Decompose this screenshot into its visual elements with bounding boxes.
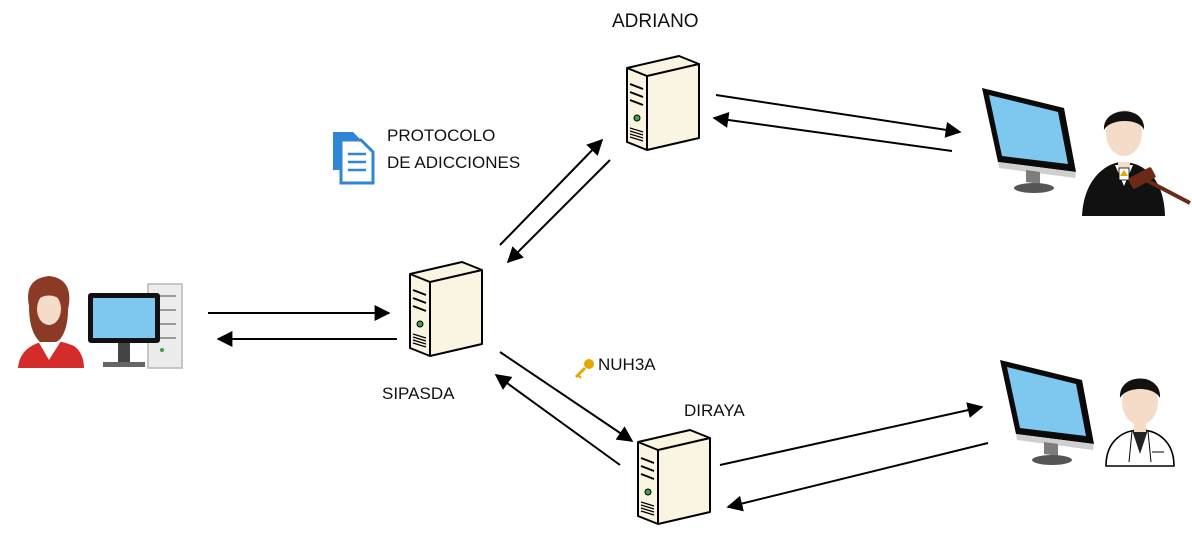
arrow-diraya-to-doctor — [719, 402, 984, 466]
diraya-server-icon — [637, 429, 711, 525]
key-label: NUH3A — [598, 355, 656, 374]
judge-at-monitor-icon — [982, 88, 1191, 216]
sipasda-server-icon — [409, 261, 483, 357]
woman-at-computer-icon — [18, 276, 183, 369]
protocol-label-line1: PROTOCOLO — [387, 126, 496, 145]
arrow-adriano-to-judge — [715, 94, 962, 138]
sipasda-label: SIPASDA — [382, 384, 455, 403]
doctor-at-monitor-icon — [1000, 360, 1175, 467]
arrow-diraya-to-sipasda — [494, 374, 621, 466]
arrow-doctor-to-diraya — [726, 442, 989, 512]
arrow-adriano-to-sipasda — [506, 159, 611, 264]
connection-arrows — [208, 94, 989, 512]
adriano-server-icon — [626, 55, 700, 151]
key-icon — [574, 359, 594, 379]
arrow-sipasda-to-adriano — [499, 138, 604, 246]
diraya-label: DIRAYA — [684, 401, 745, 420]
adriano-label: ADRIANO — [612, 11, 699, 32]
protocol-label-line2: DE ADICCIONES — [387, 153, 521, 172]
arrow-judge-to-adriano — [712, 112, 953, 152]
arrow-sipasda-to-diraya — [499, 351, 634, 442]
document-icon — [333, 132, 375, 185]
